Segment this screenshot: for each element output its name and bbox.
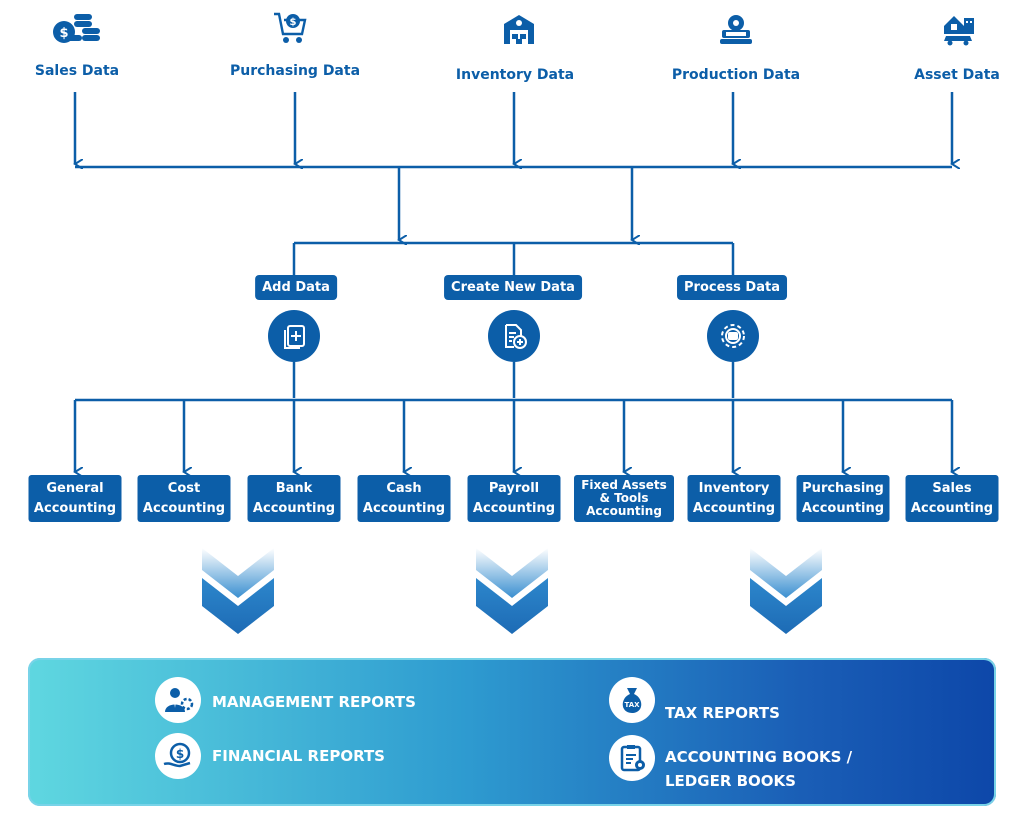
chevron-down-icon bbox=[750, 548, 822, 640]
money-hand-icon: $ bbox=[155, 733, 201, 779]
svg-text:$: $ bbox=[290, 17, 297, 28]
chevron-down-icon bbox=[202, 548, 274, 640]
source-inventory-data: Inventory Data bbox=[455, 67, 575, 83]
action-create-new-data: Create New Data bbox=[444, 275, 582, 300]
source-asset-data: Asset Data bbox=[914, 67, 1000, 83]
action-process-data: Process Data bbox=[677, 275, 787, 300]
accounting-books-label: ACCOUNTING BOOKS / LEDGER BOOKS bbox=[665, 748, 853, 790]
tax-bag-icon: TAX bbox=[609, 677, 655, 723]
source-purchasing-data: Purchasing Data bbox=[229, 63, 361, 79]
building-car-icon bbox=[940, 12, 976, 50]
new-file-icon bbox=[488, 310, 540, 362]
source-production-data: Production Data bbox=[671, 67, 801, 83]
manager-gear-icon bbox=[155, 677, 201, 723]
svg-text:TAX: TAX bbox=[624, 701, 640, 709]
warehouse-icon bbox=[502, 12, 536, 50]
svg-text:$: $ bbox=[59, 26, 68, 41]
tax-reports-label: TAX REPORTS bbox=[665, 704, 780, 722]
ledger-book-icon bbox=[609, 735, 655, 781]
chevron-down-icon bbox=[476, 548, 548, 640]
action-add-data: Add Data bbox=[255, 275, 337, 300]
source-sales-data: Sales Data bbox=[34, 63, 120, 79]
management-reports-label: MANAGEMENT REPORTS bbox=[212, 693, 416, 711]
factory-gear-icon bbox=[718, 12, 754, 50]
process-gear-icon bbox=[707, 310, 759, 362]
coins-icon: $ bbox=[52, 10, 102, 50]
add-document-icon bbox=[268, 310, 320, 362]
shopping-cart-icon: $ bbox=[272, 10, 308, 50]
financial-reports-label: FINANCIAL REPORTS bbox=[212, 747, 385, 765]
svg-text:$: $ bbox=[176, 747, 184, 761]
